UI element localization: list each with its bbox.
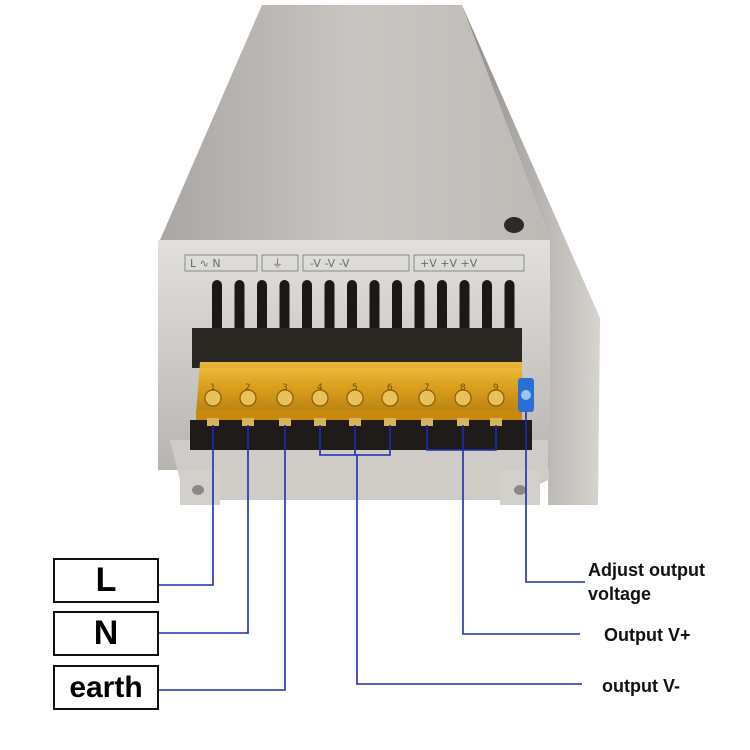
- label-l: L: [53, 558, 159, 603]
- terminal-clamp: [242, 418, 254, 426]
- silk-box-ground: [261, 254, 299, 272]
- silk-positive: +V +V +V: [420, 257, 478, 270]
- mounting-hole: [504, 217, 524, 233]
- silk-input: L ∿ N: [190, 257, 221, 270]
- wire-adjust: [525, 412, 585, 583]
- terminal-clamp: [314, 418, 326, 426]
- terminal-number: 5: [352, 383, 358, 393]
- silk-box-positive: [413, 254, 525, 272]
- label-output-v-minus: output V-: [602, 676, 680, 696]
- label-n: N: [53, 611, 159, 656]
- silk-box-negative: [302, 254, 410, 272]
- terminal-screw: [311, 389, 329, 407]
- terminal-screws: 1 2 3 4 5 6 7 8 9: [204, 383, 505, 426]
- terminal-screw: [454, 389, 472, 407]
- terminal-block: [192, 328, 522, 368]
- terminal-number: 3: [282, 383, 288, 393]
- terminal-clamp: [349, 418, 361, 426]
- chassis-top: [160, 5, 550, 240]
- terminal-clamp: [279, 418, 291, 426]
- wire-vplus-bracket: [426, 425, 497, 451]
- terminal-screw: [239, 389, 257, 407]
- terminal-number: 8: [460, 383, 466, 393]
- terminal-screw: [276, 389, 294, 407]
- wire-earth: [159, 425, 286, 691]
- tab-hole-right: [514, 485, 526, 495]
- terminal-number: 1: [210, 383, 216, 393]
- terminal-number: 4: [317, 383, 323, 393]
- chassis-flange: [170, 440, 548, 500]
- terminal-screw: [346, 389, 364, 407]
- terminal-cover-rim: [196, 410, 522, 422]
- label-earth: earth: [53, 665, 159, 710]
- terminal-number: 7: [424, 383, 430, 393]
- label-adjust-output-voltage: Adjust output voltage: [588, 560, 705, 604]
- label-output-v-plus: Output V+: [604, 625, 691, 645]
- terminal-clamp: [457, 418, 469, 426]
- terminal-screw: [204, 389, 222, 407]
- terminal-clamp: [384, 418, 396, 426]
- terminal-clamp: [421, 418, 433, 426]
- terminal-number: 2: [245, 383, 251, 393]
- trimpot-screw: [521, 390, 531, 400]
- wire-vplus: [462, 425, 580, 635]
- chassis-side: [462, 5, 600, 505]
- wire-n: [159, 425, 249, 634]
- wires: [159, 412, 585, 691]
- terminal-screw: [487, 389, 505, 407]
- wire-l: [159, 425, 214, 586]
- terminal-number: 6: [387, 383, 393, 393]
- terminal-clamp: [207, 418, 219, 426]
- wire-vminus: [356, 455, 582, 685]
- silk-negative: -V -V -V: [310, 257, 350, 270]
- terminal-screw: [418, 389, 436, 407]
- tab-hole-left: [192, 485, 204, 495]
- terminal-screw: [381, 389, 399, 407]
- silk-box-input: [184, 254, 258, 272]
- terminal-number: 9: [493, 383, 499, 393]
- terminal-clamp: [490, 418, 502, 426]
- silk-ground: ⏚: [272, 257, 283, 270]
